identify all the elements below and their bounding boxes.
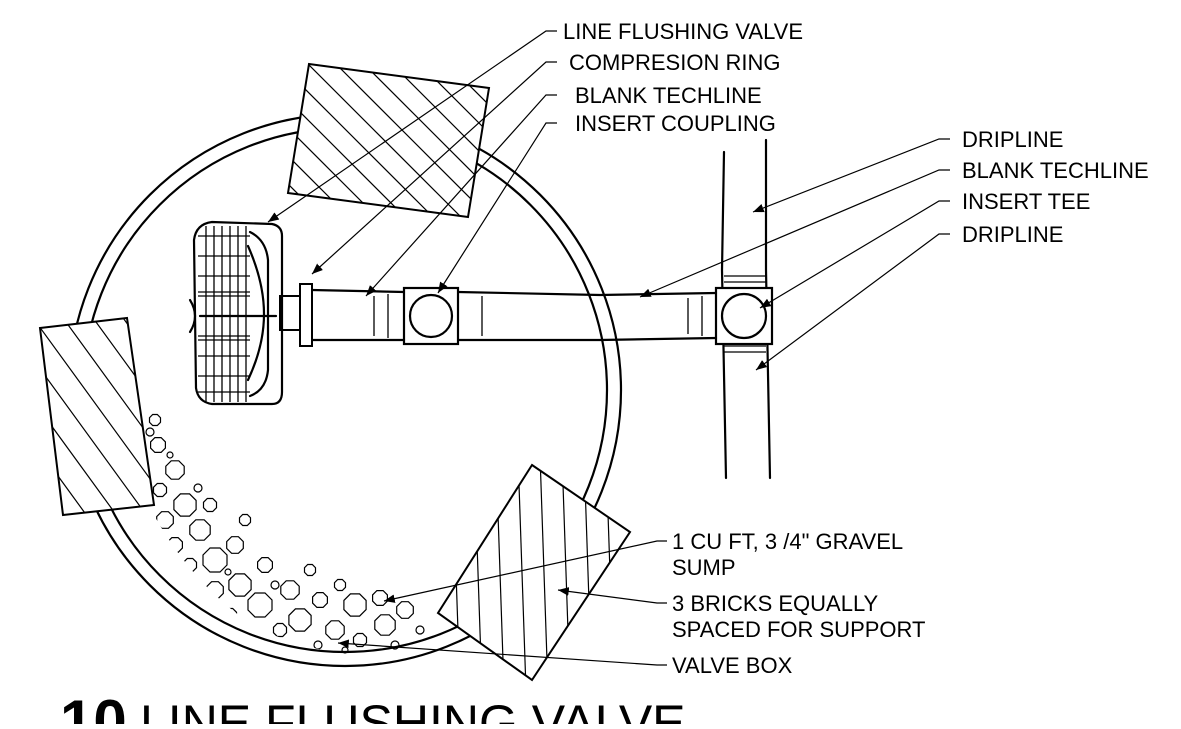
label-bricks-line2: SPACED FOR SUPPORT <box>672 617 925 642</box>
label-gravel-line1: 1 CU FT, 3 /4" GRAVEL <box>672 529 903 554</box>
compression-ring <box>279 283 313 347</box>
dripline-pipe <box>720 138 772 480</box>
detail-title-text: LINE FLUSHING VALVE <box>140 695 686 724</box>
label-dripline-bottom: DRIPLINE <box>962 222 1063 247</box>
label-bricks-line1: 3 BRICKS EQUALLY <box>672 591 879 616</box>
label-blank-techline-right: BLANK TECHLINE <box>962 158 1149 183</box>
label-dripline-top: DRIPLINE <box>962 127 1063 152</box>
leader-lines <box>267 30 950 666</box>
label-insert-tee: INSERT TEE <box>962 189 1090 214</box>
blank-techline-right-pipe <box>456 290 718 342</box>
label-compression-ring: COMPRESION RING <box>569 50 780 75</box>
brick-bottom <box>436 463 632 682</box>
blank-techline-left-pipe <box>310 288 406 342</box>
insert-tee <box>714 286 774 346</box>
label-blank-techline-left: BLANK TECHLINE <box>575 83 762 108</box>
detail-number: 10 <box>60 688 127 724</box>
label-insert-coupling: INSERT COUPLING <box>575 111 776 136</box>
label-line-flushing-valve: LINE FLUSHING VALVE <box>563 19 803 44</box>
gravel-sump <box>145 413 425 654</box>
label-valve-box: VALVE BOX <box>672 653 793 678</box>
insert-coupling <box>402 286 460 346</box>
callout-labels: LINE FLUSHING VALVE COMPRESION RING BLAN… <box>563 19 1149 678</box>
label-gravel-line2: SUMP <box>672 555 736 580</box>
detail-title: 10 LINE FLUSHING VALVE <box>60 688 686 729</box>
line-flushing-valve <box>188 220 284 406</box>
